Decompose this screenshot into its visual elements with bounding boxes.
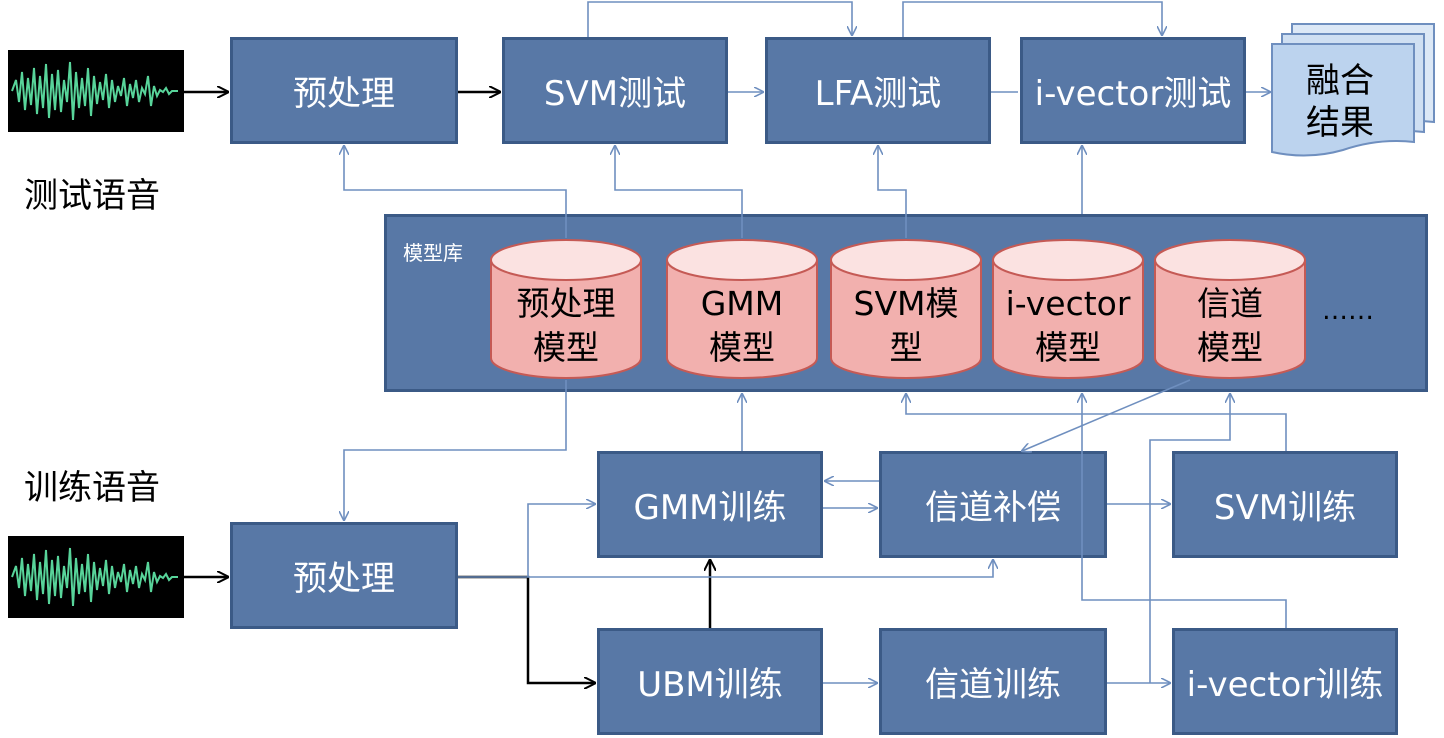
- train-preprocess-box: 预处理: [230, 522, 458, 629]
- arrow-preprocess-to-channel-comp: [458, 560, 993, 578]
- arrow-lib-to-lfa-test: [878, 146, 907, 238]
- train-speech-label: 训练语音: [24, 468, 160, 508]
- test-waveform: [8, 50, 184, 132]
- test-preprocess-box: 预处理: [230, 37, 458, 144]
- channel-model-cylinder: 信道模型: [1153, 238, 1307, 380]
- gmm-model-line1: GMM: [700, 284, 784, 323]
- arrow-lib-to-test-preprocess: [344, 146, 567, 238]
- svm-model-line1: SVM模: [853, 284, 959, 323]
- preprocess-model-cylinder: 预处理模型: [489, 238, 643, 380]
- train-waveform: [8, 536, 184, 618]
- arrow-lfa-top-to-ivector: [902, 1, 1162, 37]
- fusion-result-label: 融合 结果: [1286, 60, 1394, 144]
- lfa-test-box: LFA测试: [765, 37, 991, 144]
- channel-model-line1: 信道: [1197, 284, 1263, 323]
- database-icon: [992, 239, 1144, 379]
- waveform-icon: [11, 61, 178, 121]
- svm-model-cylinder: SVM模型: [829, 238, 983, 380]
- gmm-model-cylinder: GMM 模型: [665, 238, 819, 380]
- waveform-icon: [11, 547, 178, 607]
- arrow-preprocess-to-gmm-train: [527, 504, 595, 577]
- channel-compensation-box: 信道补偿: [879, 451, 1107, 558]
- arrow-ivector-train-to-lib: [1082, 394, 1287, 628]
- database-icon: [830, 239, 982, 379]
- arrow-channel-train-to-lib: [1149, 394, 1230, 683]
- preprocess-model-line1: 预处理: [516, 284, 616, 323]
- svm-model-line2: 型: [889, 328, 923, 367]
- arrow-lib-to-train-preprocess: [344, 380, 567, 520]
- arrow-svm-top-to-lfa: [587, 1, 852, 37]
- database-icon: [1154, 239, 1306, 379]
- ivector-model-line2: 模型: [1035, 328, 1101, 367]
- ivector-test-box: i-vector测试: [1020, 37, 1246, 144]
- fusion-result-line2: 结果: [1306, 103, 1374, 143]
- ivector-model-cylinder: i-vector 模型: [991, 238, 1145, 380]
- more-models-ellipsis: ……: [1322, 296, 1374, 326]
- preprocess-model-line2: 模型: [533, 328, 599, 367]
- gmm-model-line2: 模型: [709, 328, 775, 367]
- arrow-svm-train-to-lib: [906, 394, 1287, 451]
- fusion-result-document-icon: [1271, 23, 1435, 157]
- arrow-train-preprocess-to-ubm: [458, 575, 595, 683]
- model-library-title: 模型库: [403, 241, 463, 265]
- arrow-lib-to-svm-test: [615, 146, 743, 238]
- ubm-train-box: UBM训练: [597, 628, 823, 735]
- fusion-result-line1: 融合: [1306, 61, 1374, 101]
- test-speech-label: 测试语音: [24, 176, 160, 216]
- ivector-train-box: i-vector训练: [1172, 628, 1398, 735]
- database-icon: [666, 239, 818, 379]
- svm-test-box: SVM测试: [502, 37, 728, 144]
- ivector-model-line1: i-vector: [1005, 284, 1131, 323]
- channel-model-line2: 模型: [1197, 328, 1263, 367]
- arrow-lib-channel-to-comp: [1022, 379, 1191, 451]
- channel-train-box: 信道训练: [879, 628, 1107, 735]
- database-icon: [490, 239, 642, 379]
- svm-train-box: SVM训练: [1172, 451, 1398, 558]
- gmm-train-box: GMM训练: [597, 451, 823, 558]
